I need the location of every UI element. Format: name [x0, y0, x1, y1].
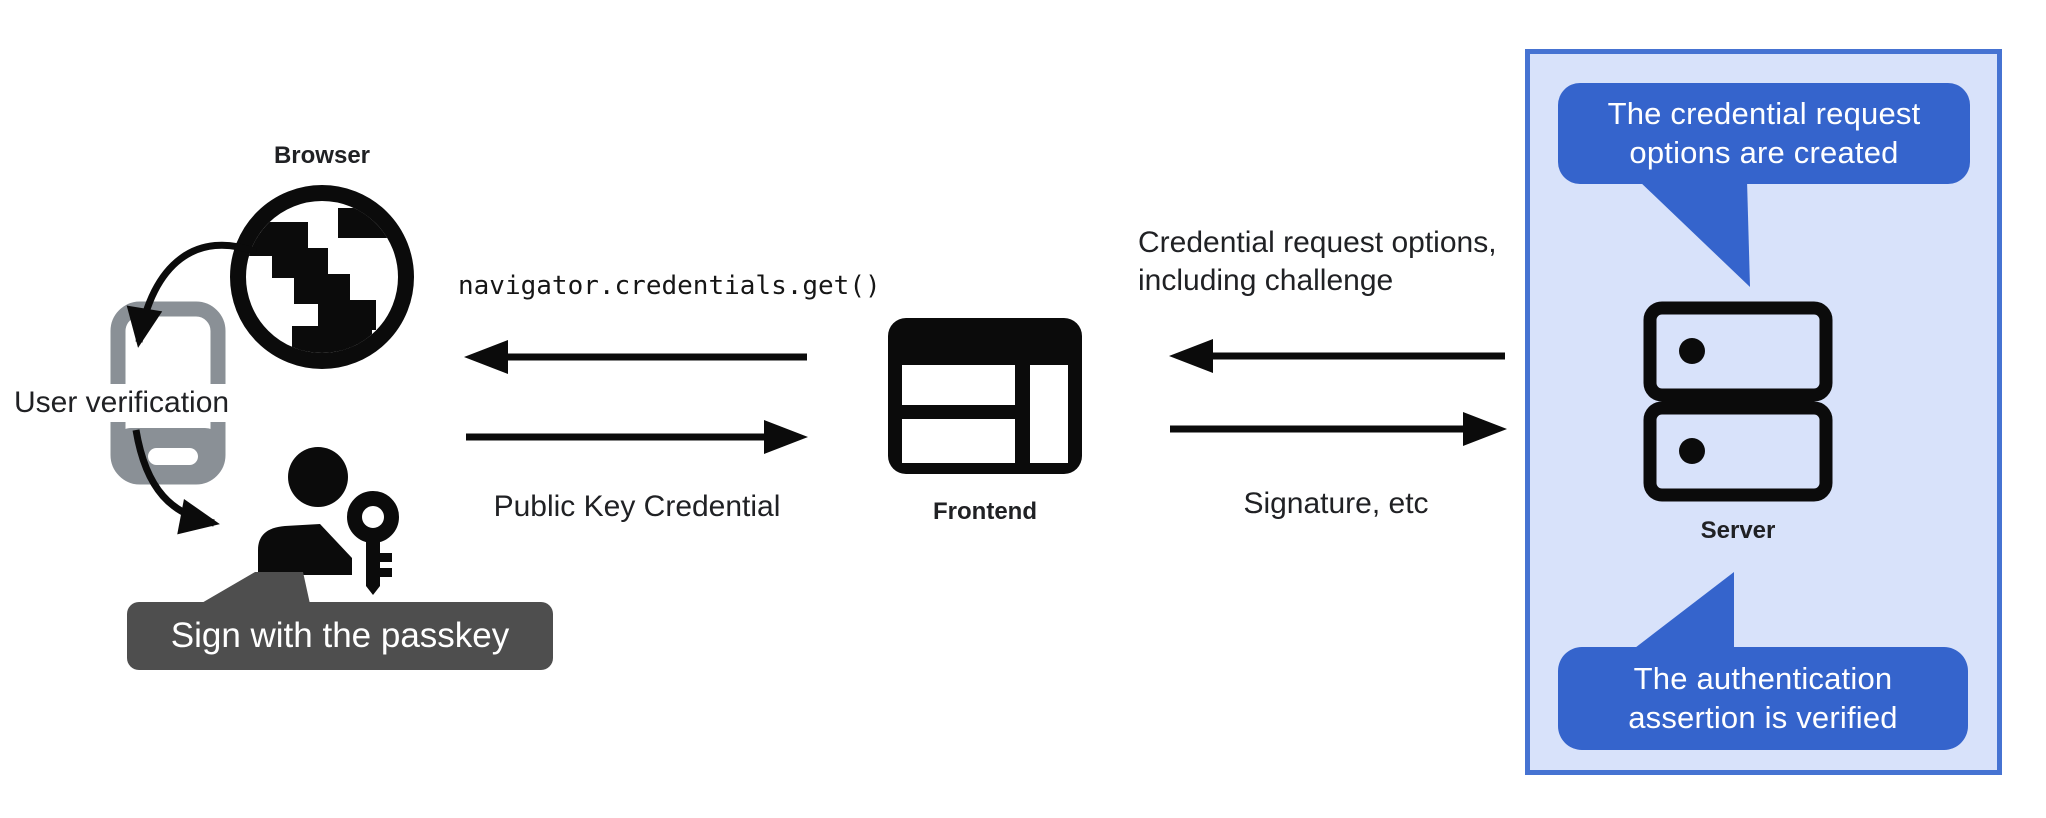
passkey-badge-label: Sign with the passkey	[170, 616, 510, 655]
passkey-badge-tail	[200, 572, 310, 604]
signature-label: Signature, etc	[1243, 487, 1429, 520]
passkey-badge: Sign with the passkey	[127, 602, 553, 670]
bubble-top-line1: The credential request	[1607, 96, 1921, 131]
browser-label: Browser	[273, 142, 371, 169]
navigator-credentials-get-label: navigator.credentials.get()	[458, 271, 881, 301]
user-verification-label: User verification	[10, 384, 234, 422]
server-label: Server	[1700, 517, 1776, 544]
arrow-frontend-to-server	[1170, 412, 1507, 446]
device-to-user-arrow	[132, 429, 220, 535]
bubble-bottom-line1: The authentication	[1633, 661, 1893, 696]
credential-request-line1: Credential request options,	[1138, 226, 1497, 259]
credential-request-line2: including challenge	[1138, 264, 1394, 297]
globe-icon	[230, 185, 414, 369]
credential-request-options-label: Credential request options, including ch…	[1138, 224, 1497, 300]
arrow-browser-to-frontend	[466, 420, 808, 454]
bubble-top-line2: options are created	[1629, 135, 1899, 170]
bubble-bottom-line2: assertion is verified	[1628, 700, 1898, 735]
speech-bubble-assertion-verified: The authentication assertion is verified	[1558, 647, 1968, 750]
arrow-frontend-to-browser	[464, 340, 807, 374]
public-key-credential-label: Public Key Credential	[493, 490, 781, 523]
frontend-icon	[888, 318, 1082, 474]
person-passkey-icon	[258, 447, 405, 596]
browser-to-device-arrow	[126, 241, 258, 348]
frontend-label: Frontend	[933, 498, 1037, 525]
speech-bubble-request-created: The credential request options are creat…	[1558, 83, 1970, 184]
arrow-server-to-frontend	[1169, 339, 1505, 373]
